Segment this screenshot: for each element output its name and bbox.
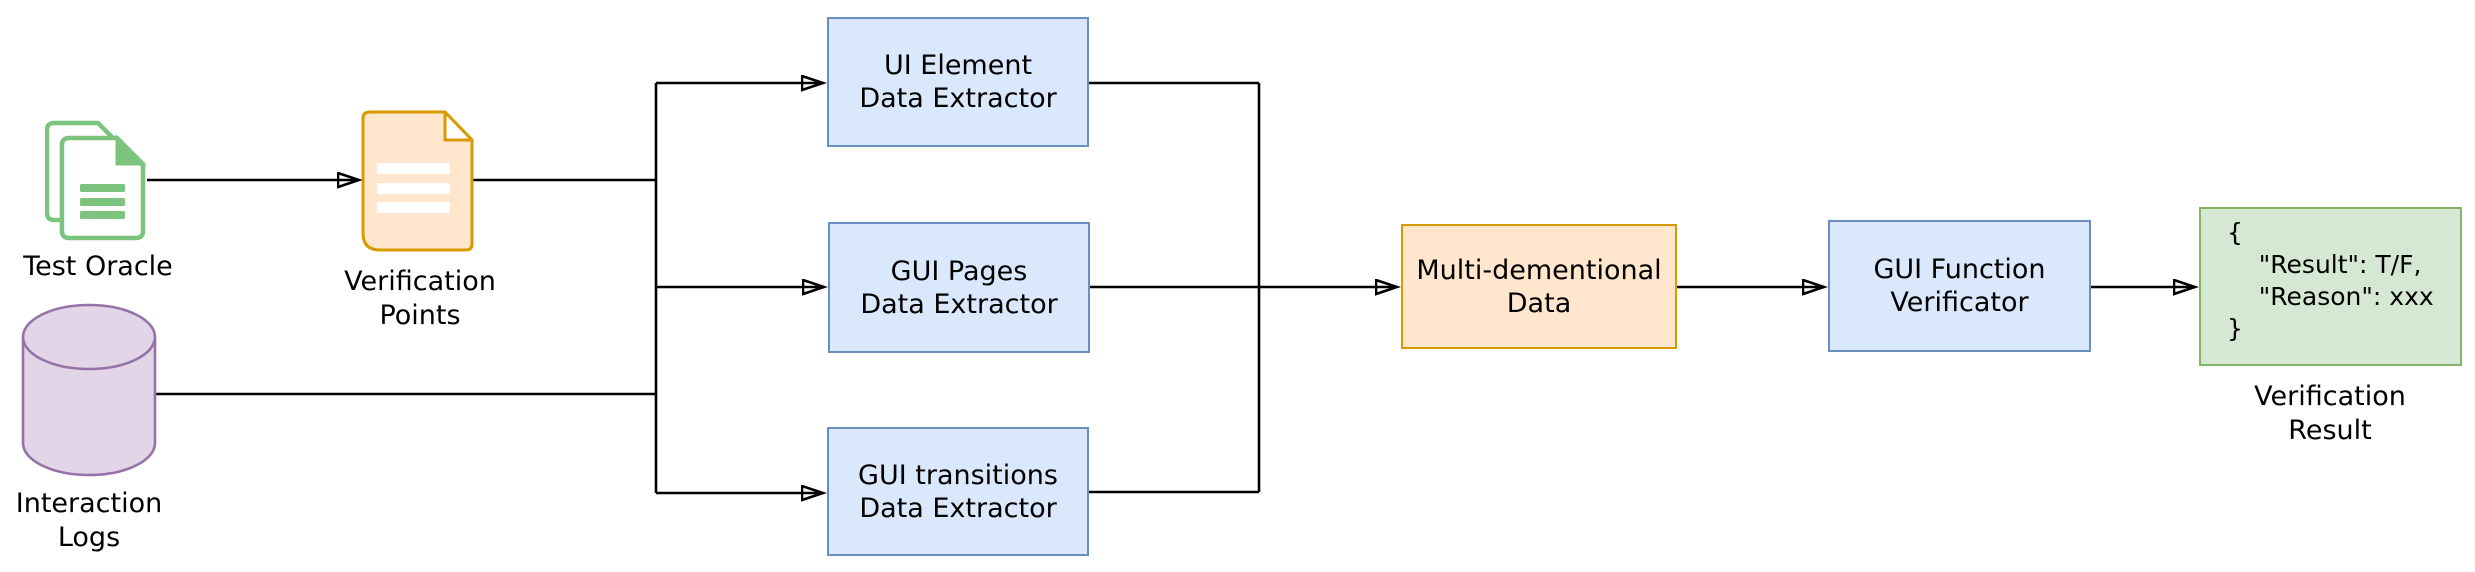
test-oracle-label: Test Oracle [23,251,173,282]
verification-points-label: Verification Points [344,266,496,331]
node-verification-result-json: { "Result": T/F, "Reason": xxx } [2199,207,2462,366]
verification-result-label: Verification Result [2254,381,2406,446]
node-multi-dementional-data: Multi-dementional Data [1401,224,1677,349]
documents-icon [44,120,147,242]
note-document-icon [360,108,476,254]
interaction-logs-label: Interaction Logs [15,488,163,553]
node-gui-function-verificator: GUI Function Verificator [1828,220,2091,352]
verification-result-code: { "Result": T/F, "Reason": xxx } [2227,218,2434,343]
node-gui-transitions-data-extractor: GUI transitions Data Extractor [827,427,1089,556]
node-gui-pages-data-extractor: GUI Pages Data Extractor [828,222,1090,353]
node-ui-element-data-extractor: UI Element Data Extractor [827,17,1089,147]
database-cylinder-icon [20,303,160,479]
